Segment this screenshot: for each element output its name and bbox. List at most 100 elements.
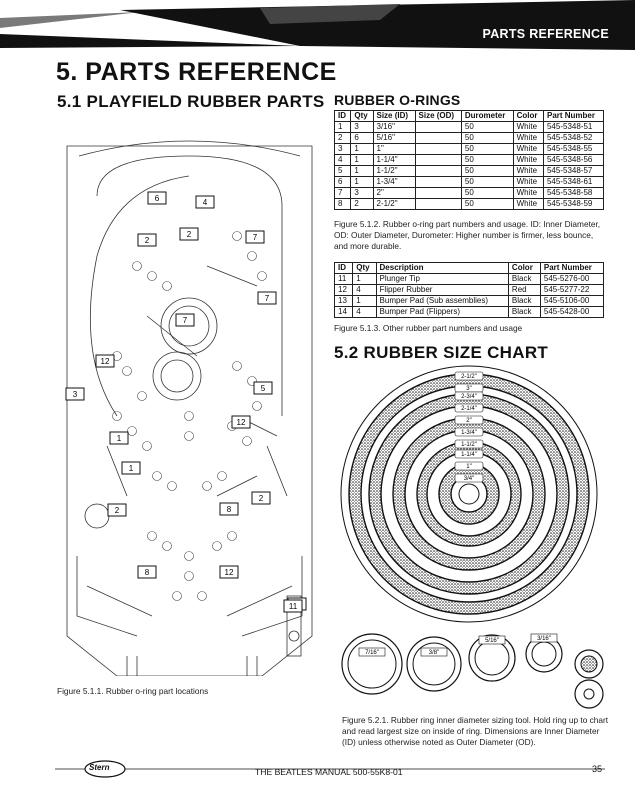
svg-text:2: 2 [145, 236, 150, 245]
table-cell: 545-5348-51 [542, 121, 605, 133]
callout-11: 11 [283, 599, 303, 613]
table-cell: 8 [333, 198, 352, 210]
table-cell: Black [507, 273, 541, 285]
insert-light [184, 551, 194, 561]
insert-light [167, 481, 177, 491]
rubber-size-chart: 2-1/2"3"2-3/4"2-1/4"2"1-3/4"1-1/2"1-1/4"… [340, 365, 604, 709]
table-cell: 3 [350, 187, 374, 199]
callout-8: 8 [137, 565, 157, 579]
small-ring-inner [474, 640, 510, 676]
table-cell: 50 [460, 132, 514, 144]
table-cell: Black [507, 295, 541, 307]
insert-light [257, 271, 267, 281]
table-cell: 12 [333, 284, 354, 296]
table-cell: 50 [460, 121, 514, 133]
table-cell [414, 143, 462, 155]
other-header-cell: Qty [352, 262, 377, 274]
table-cell: 2" [372, 187, 416, 199]
table-cell: White [512, 165, 544, 177]
table-cell: Flipper Rubber [375, 284, 509, 296]
table-cell: 545-5348-61 [542, 176, 605, 188]
insert-light [184, 411, 194, 421]
callout-12: 12 [219, 565, 239, 579]
table-cell: 2 [350, 198, 374, 210]
insert-light [172, 591, 182, 601]
table-cell: White [512, 132, 544, 144]
svg-text:12: 12 [101, 357, 110, 366]
insert-light [247, 376, 257, 386]
insert-light [184, 431, 194, 441]
ring-label: 2" [466, 418, 471, 424]
insert-light [147, 531, 157, 541]
ring-label: 1-1/2" [461, 442, 477, 448]
oring-header-cell: Durometer [460, 110, 514, 122]
ring-label: 2-1/4" [461, 406, 477, 412]
insert-light [162, 541, 172, 551]
table-cell: 1-1/4" [372, 154, 416, 166]
table-cell: 545-5348-56 [542, 154, 605, 166]
oring-header-cell: Size (ID) [372, 110, 416, 122]
table-cell: Plunger Tip [375, 273, 509, 285]
table-cell: 14 [333, 306, 354, 318]
svg-text:2: 2 [187, 230, 192, 239]
page-title: 5. PARTS REFERENCE [56, 58, 337, 86]
stern-logo: Stern [89, 763, 110, 772]
table-cell: 1 [352, 273, 377, 285]
small-ring-label: 3/16" [537, 636, 551, 642]
ring-label: 2-3/4" [461, 394, 477, 400]
small-ring-inner [531, 641, 557, 667]
svg-text:7: 7 [265, 294, 270, 303]
table-cell: 545-5348-57 [542, 165, 605, 177]
callout-2: 2 [107, 503, 127, 517]
insert-light [137, 391, 147, 401]
table-cell: Bumper Pad (Flippers) [375, 306, 509, 318]
insert-light [132, 261, 142, 271]
table-cell: 545-5348-52 [542, 132, 605, 144]
table-cell: 545-5348-55 [542, 143, 605, 155]
banner-graphic [0, 0, 635, 50]
svg-text:7: 7 [253, 233, 258, 242]
table-cell: 50 [460, 198, 514, 210]
other-caption: Figure 5.1.3. Other rubber part numbers … [334, 323, 523, 333]
table-cell [414, 121, 462, 133]
table-cell: 2-1/2" [372, 198, 416, 210]
orings-heading: RUBBER O-RINGS [334, 92, 461, 108]
table-cell: 11 [333, 273, 354, 285]
table-cell: 6 [333, 176, 352, 188]
table-cell: White [512, 198, 544, 210]
table-cell: 7 [333, 187, 352, 199]
small-ring-label: 5/16" [485, 638, 499, 644]
callout-7: 7 [257, 291, 277, 305]
table-cell: 545-5277-22 [539, 284, 605, 296]
table-cell: White [512, 154, 544, 166]
ring-label: 1-3/4" [461, 430, 477, 436]
callout-7: 7 [245, 230, 265, 244]
other-header-cell: Color [507, 262, 541, 274]
table-cell: 3/16" [372, 121, 416, 133]
section-title-5-1: 5.1 PLAYFIELD RUBBER PARTS [57, 92, 325, 111]
table-cell: 50 [460, 187, 514, 199]
table-cell: Red [507, 284, 541, 296]
insert-light [202, 481, 212, 491]
table-cell: 1" [372, 143, 416, 155]
insert-light [227, 531, 237, 541]
table-cell: 3 [333, 143, 352, 155]
insert-light [212, 541, 222, 551]
table-cell [414, 132, 462, 144]
insert-light [232, 231, 242, 241]
table-cell: 545-5348-58 [542, 187, 605, 199]
table-cell: 1 [350, 143, 374, 155]
insert-light [217, 471, 227, 481]
table-cell: White [512, 121, 544, 133]
small-ring-label: 3/8" [429, 650, 439, 656]
table-cell: 50 [460, 176, 514, 188]
callout-3: 3 [65, 387, 85, 401]
svg-text:7: 7 [183, 316, 188, 325]
callout-5: 5 [253, 381, 273, 395]
small-ring-label: 7/16" [365, 650, 379, 656]
